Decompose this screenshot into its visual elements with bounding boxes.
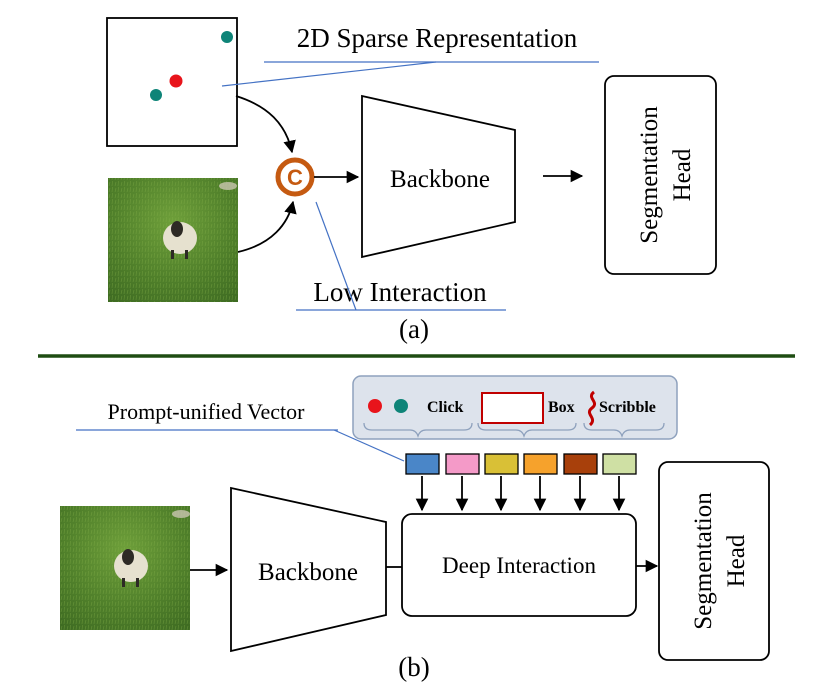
- token-5: [563, 453, 598, 475]
- prompt-legend: Click Box Scribble: [352, 375, 678, 440]
- caption-b: (b): [398, 652, 429, 682]
- token-6: [602, 453, 637, 475]
- concat-c-icon: C: [275, 157, 315, 197]
- backbone-a-label: Backbone: [390, 166, 490, 193]
- segmentation-head-b: [658, 461, 770, 661]
- head-a-line1: Segmentation: [636, 106, 663, 244]
- backbone-b-label: Backbone: [258, 559, 358, 586]
- part-b: Click Box Scribble Prompt-unified Vector: [60, 375, 770, 682]
- token-vector: [405, 453, 637, 475]
- head-b-line2: Head: [723, 534, 750, 587]
- brace-click: [363, 422, 473, 439]
- legend-box-shape: [481, 392, 544, 424]
- sheep-photo-b: [60, 506, 190, 630]
- token-arrows: [415, 476, 626, 512]
- part-a: C Backbone Segmentation Head 2D Sparse R…: [106, 17, 717, 344]
- concat-symbol: C: [287, 165, 303, 190]
- token-2: [445, 453, 480, 475]
- legend-box-label: Box: [548, 399, 575, 416]
- head-b-line1: Segmentation: [690, 492, 717, 630]
- deep-interaction-label: Deep Interaction: [442, 553, 596, 578]
- token-4: [523, 453, 558, 475]
- sparse-map: [106, 17, 238, 147]
- prompt-unified-vector-label: Prompt-unified Vector: [108, 399, 306, 424]
- brace-box: [477, 422, 577, 439]
- head-a-line2: Head: [669, 148, 696, 201]
- low-interaction-leader: [315, 201, 357, 311]
- sheep-icon: [114, 549, 148, 587]
- scribble-icon: [587, 390, 597, 427]
- sparse-representation-label: 2D Sparse Representation: [297, 23, 578, 53]
- low-interaction-label: Low Interaction: [313, 277, 487, 307]
- legend-click-teal-point: [394, 399, 408, 413]
- sheep-icon: [163, 221, 197, 259]
- token-3: [484, 453, 519, 475]
- legend-click-label: Click: [427, 399, 464, 416]
- sheep-photo-a: [108, 178, 238, 302]
- point-red: [169, 74, 183, 88]
- brace-scribble: [583, 422, 665, 439]
- prompt-label-leader: [333, 429, 405, 462]
- arrow-image-to-concat: [237, 200, 297, 253]
- arrow-sparse-to-concat: [235, 95, 296, 154]
- caption-a: (a): [399, 314, 429, 344]
- legend-scribble-label: Scribble: [599, 399, 656, 416]
- legend-click-red-point: [368, 399, 382, 413]
- backbone-b: [230, 486, 387, 653]
- point-teal-left: [150, 89, 162, 101]
- deep-interaction-block: [401, 513, 637, 617]
- sparse-label-leader: [221, 61, 437, 87]
- segmentation-head-a: [604, 75, 717, 275]
- point-teal-top: [221, 31, 233, 43]
- token-1: [405, 453, 440, 475]
- backbone-a: [361, 94, 516, 259]
